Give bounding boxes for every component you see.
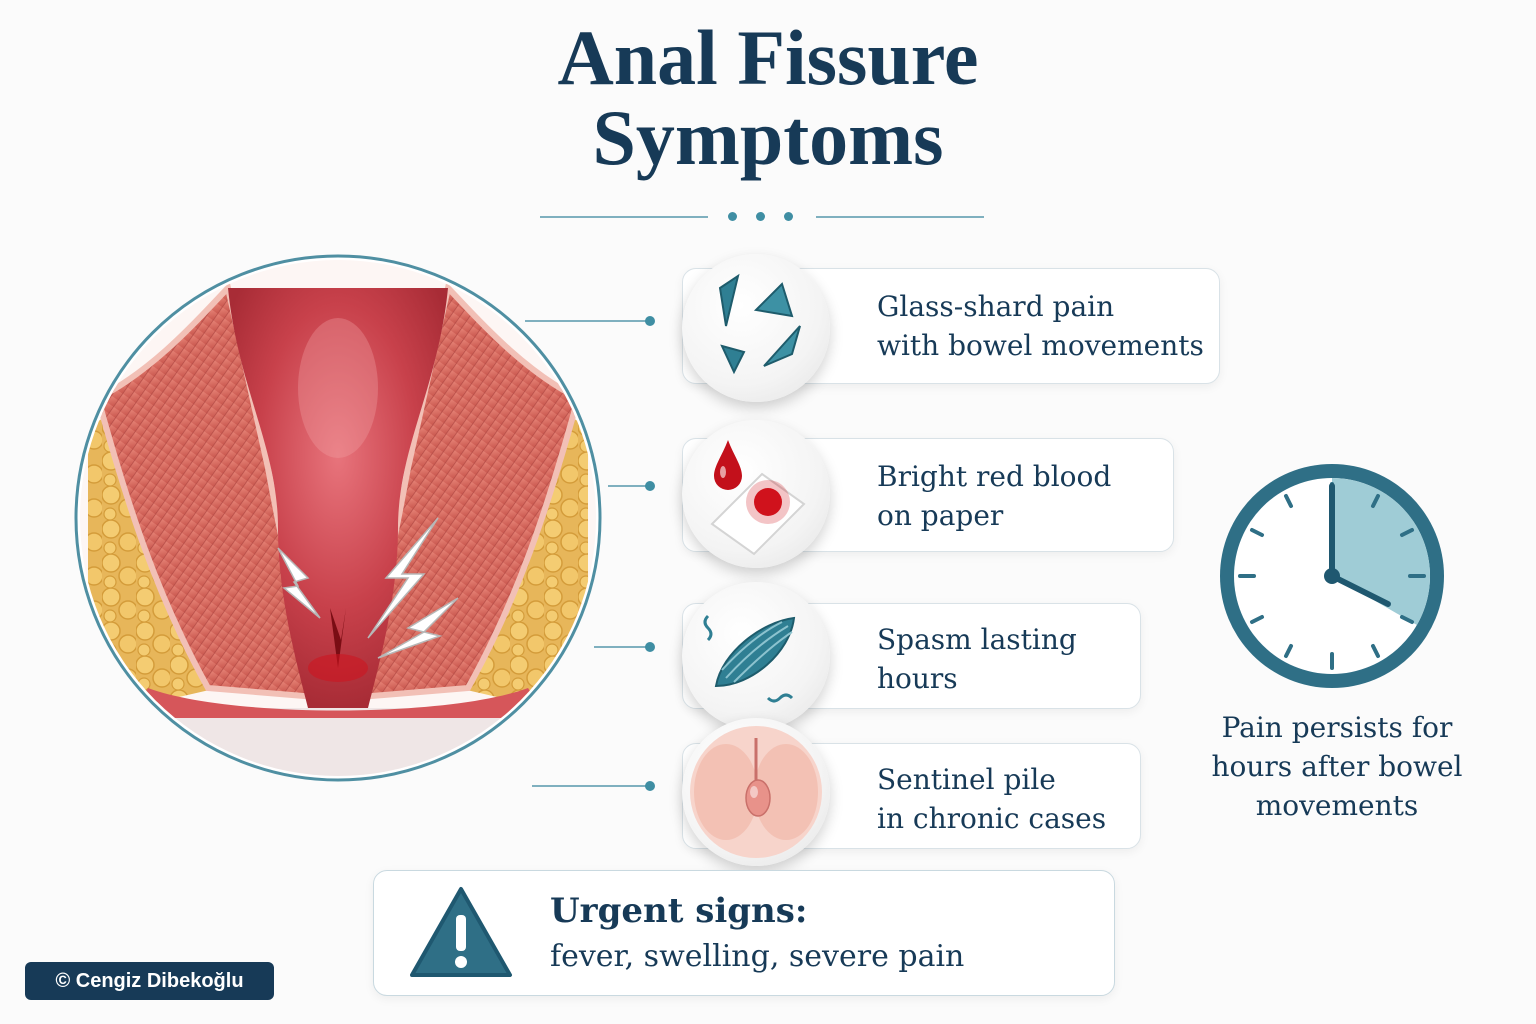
- clock-icon: [1212, 456, 1452, 696]
- sentinel-pile-icon: [682, 718, 830, 866]
- warning-triangle-icon: [406, 883, 516, 987]
- anal-canal-illustration: [68, 248, 608, 788]
- title-line-2: Symptoms: [592, 94, 944, 181]
- page-title: Anal Fissure Symptoms: [0, 18, 1536, 178]
- clock-caption: Pain persists for hours after bowel move…: [1211, 711, 1463, 822]
- urgent-body: fever, swelling, severe pain: [550, 939, 965, 974]
- symptom-text-3: Spasm lasting hours: [877, 623, 1077, 695]
- blood-drop-paper-icon: [682, 420, 830, 568]
- glass-shards-icon: [682, 254, 830, 402]
- symptom-text-4: Sentinel pile in chronic cases: [877, 763, 1107, 835]
- connector-3: [594, 642, 655, 652]
- urgent-heading: Urgent signs:: [550, 891, 808, 931]
- copyright-badge: © Cengiz Dibekoğlu: [25, 962, 274, 1000]
- muscle-spasm-icon: [682, 582, 830, 730]
- symptom-text-1: Glass-shard pain with bowel movements: [877, 290, 1204, 362]
- title-line-1: Anal Fissure: [557, 14, 979, 101]
- connector-1: [525, 316, 655, 326]
- connector-4: [532, 781, 655, 791]
- urgent-signs-box: Urgent signs: fever, swelling, severe pa…: [373, 870, 1115, 996]
- symptom-text-2: Bright red blood on paper: [877, 460, 1112, 532]
- title-divider: [540, 206, 984, 226]
- connector-2: [608, 481, 655, 491]
